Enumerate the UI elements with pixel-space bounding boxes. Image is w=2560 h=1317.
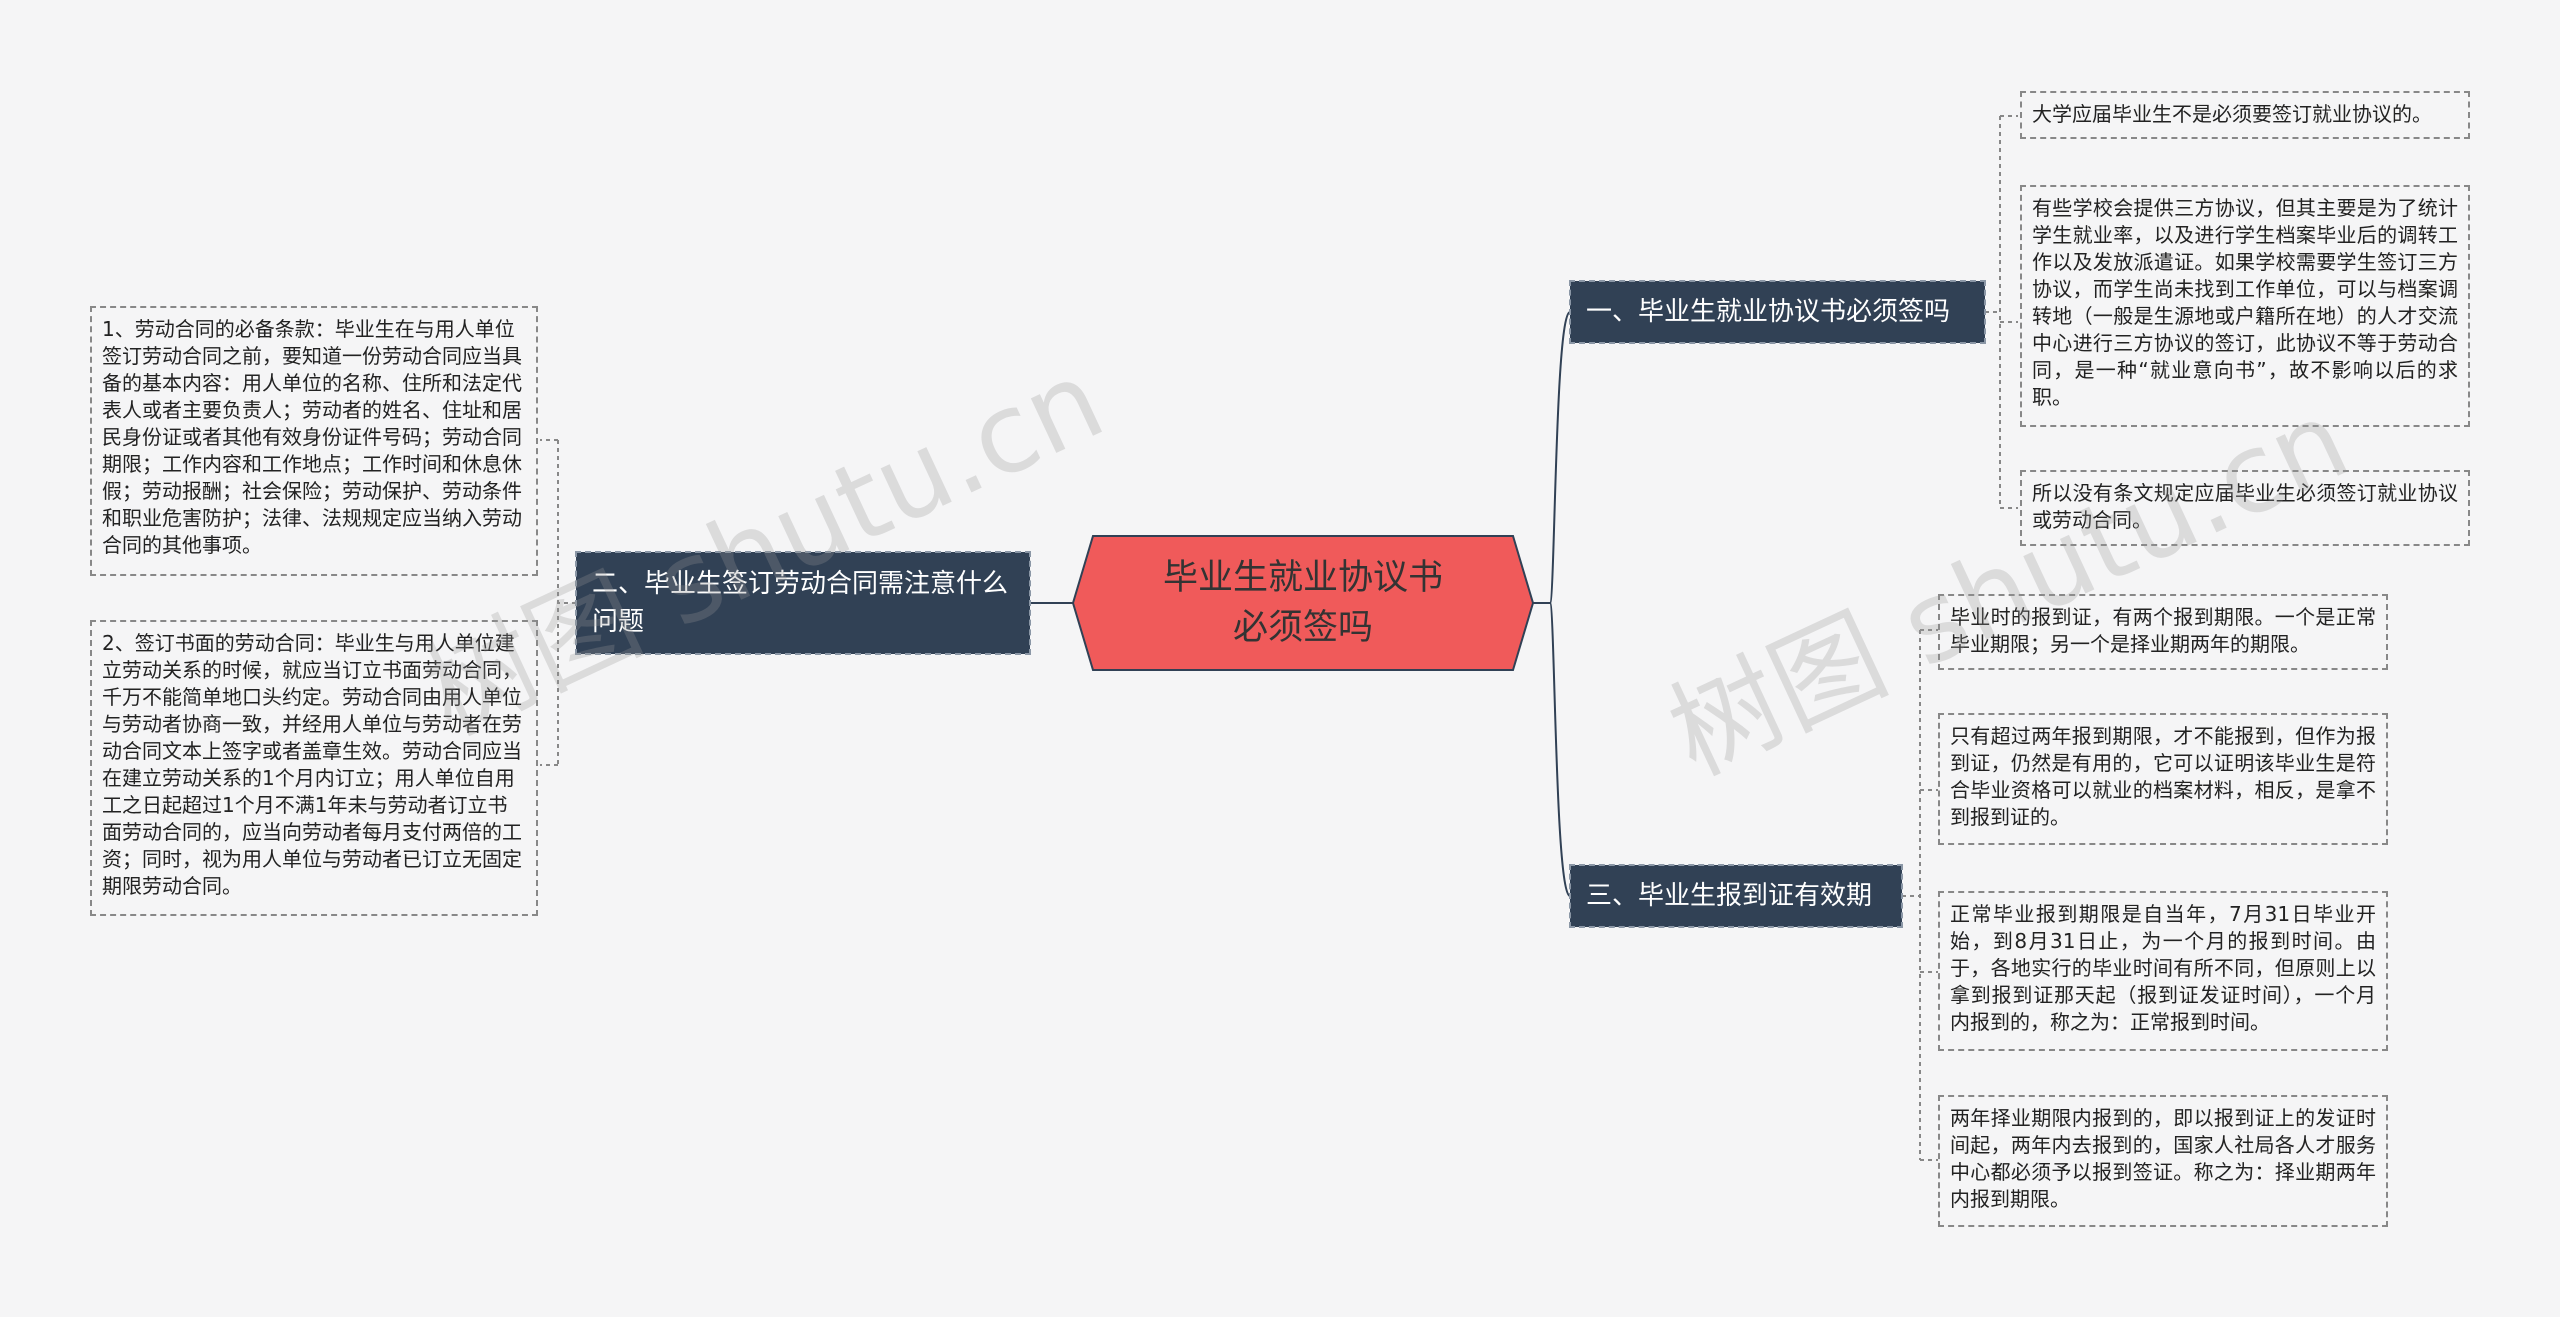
branch-node-3[interactable]: 三、毕业生报到证有效期 (1569, 864, 1903, 928)
branch-node-1[interactable]: 一、毕业生就业协议书必须签吗 (1569, 280, 1986, 344)
leaf-node[interactable]: 2、签订书面的劳动合同：毕业生与用人单位建立劳动关系的时候，就应当订立书面劳动合… (90, 620, 538, 916)
central-node[interactable]: 毕业生就业协议书必须签吗 (1073, 536, 1533, 670)
leaf-text: 大学应届毕业生不是必须要签订就业协议的。 (2032, 102, 2432, 126)
leaf-node[interactable]: 正常毕业报到期限是自当年，7月31日毕业开始，到8月31日止，为一个月的报到时间… (1938, 891, 2388, 1051)
leaf-node[interactable]: 毕业时的报到证，有两个报到期限。一个是正常毕业期限；另一个是择业期两年的期限。 (1938, 594, 2388, 670)
branch-label: 三、毕业生报到证有效期 (1586, 881, 1873, 911)
leaf-text: 只有超过两年报到期限，才不能报到，但作为报到证，仍然是有用的，它可以证明该毕业生… (1950, 724, 2376, 829)
leaf-node[interactable]: 两年择业期限内报到的，即以报到证上的发证时间起，两年内去报到的，国家人社局各人才… (1938, 1095, 2388, 1227)
leaf-text: 有些学校会提供三方协议，但其主要是为了统计学生就业率，以及进行学生档案毕业后的调… (2032, 196, 2458, 409)
leaf-text: 2、签订书面的劳动合同：毕业生与用人单位建立劳动关系的时候，就应当订立书面劳动合… (102, 631, 522, 898)
branch-label: 一、毕业生就业协议书必须签吗 (1586, 297, 1951, 327)
leaf-text: 毕业时的报到证，有两个报到期限。一个是正常毕业期限；另一个是择业期两年的期限。 (1950, 605, 2376, 656)
leaf-text: 两年择业期限内报到的，即以报到证上的发证时间起，两年内去报到的，国家人社局各人才… (1950, 1106, 2376, 1211)
leaf-text: 所以没有条文规定应届毕业生必须签订就业协议或劳动合同。 (2032, 481, 2458, 532)
branch-label: 二、毕业生签订劳动合同需注意什么问题 (592, 569, 1009, 637)
leaf-node[interactable]: 只有超过两年报到期限，才不能报到，但作为报到证，仍然是有用的，它可以证明该毕业生… (1938, 713, 2388, 845)
leaf-text: 1、劳动合同的必备条款：毕业生在与用人单位签订劳动合同之前，要知道一份劳动合同应… (102, 317, 522, 557)
branch-node-2[interactable]: 二、毕业生签订劳动合同需注意什么问题 (575, 551, 1031, 655)
leaf-text: 正常毕业报到期限是自当年，7月31日毕业开始，到8月31日止，为一个月的报到时间… (1950, 902, 2376, 1034)
central-node-title: 毕业生就业协议书必须签吗 (1162, 558, 1443, 648)
leaf-node[interactable]: 有些学校会提供三方协议，但其主要是为了统计学生就业率，以及进行学生档案毕业后的调… (2020, 185, 2470, 427)
leaf-node[interactable]: 1、劳动合同的必备条款：毕业生在与用人单位签订劳动合同之前，要知道一份劳动合同应… (90, 306, 538, 576)
leaf-node[interactable]: 所以没有条文规定应届毕业生必须签订就业协议或劳动合同。 (2020, 470, 2470, 546)
leaf-node[interactable]: 大学应届毕业生不是必须要签订就业协议的。 (2020, 91, 2470, 139)
